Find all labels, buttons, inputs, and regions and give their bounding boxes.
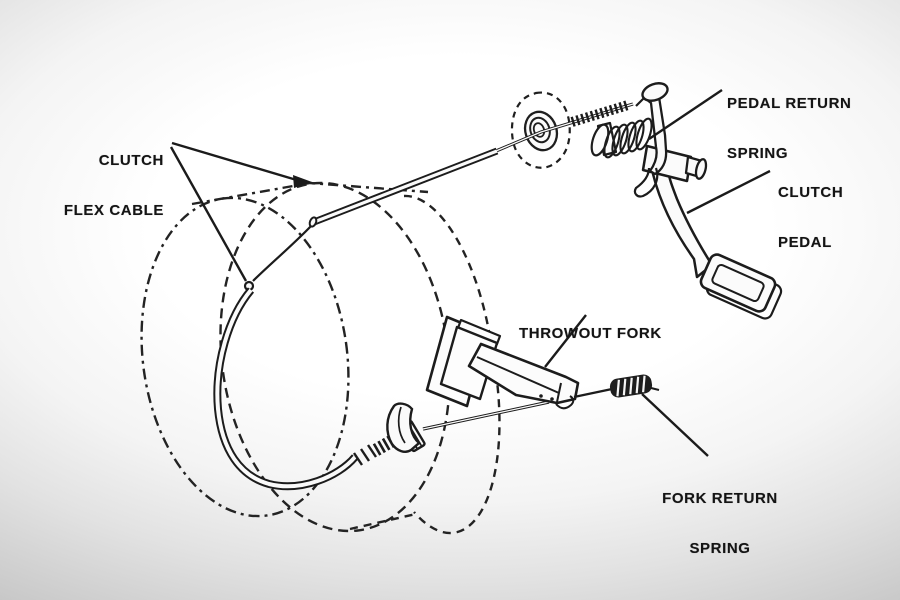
bell-housing-mid-ellipse — [219, 181, 451, 533]
fork-arm — [467, 342, 580, 405]
label-line: CLUTCH — [98, 152, 164, 169]
leader-lines — [169, 89, 771, 457]
fork-spring-link — [573, 387, 613, 399]
adjuster-rod-core — [422, 401, 550, 430]
fork-spring-coil — [609, 374, 653, 398]
pedal-spring-coils — [603, 117, 653, 159]
clutch-pedal-assembly — [590, 82, 783, 320]
firewall-grommet — [510, 91, 571, 169]
cable-loop — [213, 287, 359, 491]
adjuster-ferrule-band — [360, 448, 370, 462]
fork-tip-slot — [556, 382, 562, 403]
cable-conduit-upper-core — [313, 149, 498, 224]
adjuster-ferrule-band — [367, 444, 377, 458]
pedal-pivot-end-cap — [694, 158, 708, 180]
leader-clutch-flex-cable-1 — [171, 141, 301, 183]
bell-housing-top-tangent — [191, 181, 429, 206]
label-line: PEDAL — [778, 233, 832, 251]
cable-inner-wire — [252, 225, 312, 282]
leader-clutch-pedal — [686, 169, 771, 215]
label-line: SPRING — [727, 144, 789, 162]
pedal-pad — [699, 253, 777, 313]
bell-housing-bottom-tangent — [349, 512, 417, 531]
cable-adjuster — [353, 400, 550, 466]
fork-tip-hook — [555, 395, 575, 410]
label-line: CLUTCH — [778, 184, 844, 201]
clutch-flex-cable — [213, 100, 634, 491]
fork-detail-dot — [539, 394, 543, 398]
leader-arrowhead — [293, 175, 312, 188]
grommet-mid-ring — [529, 116, 551, 144]
pedal-clevis-stem — [635, 97, 645, 107]
label-clutch-flex-cable: CLUTCH FLEX CABLE — [58, 120, 164, 252]
label-line: THROWOUT FORK — [519, 325, 662, 342]
leader-fork-return-spring — [641, 393, 709, 457]
adjuster-bracket-inner-line — [397, 406, 406, 444]
label-throwout-fork: THROWOUT FORK — [519, 293, 662, 376]
adjuster-ferrule-band — [353, 452, 363, 466]
fork-detail-dot — [550, 397, 554, 401]
leader-clutch-flex-cable-2 — [169, 146, 248, 282]
grommet-dashed-outline — [510, 91, 571, 169]
label-line: SPRING — [689, 539, 751, 557]
label-fork-return-spring: FORK RETURN SPRING — [655, 458, 785, 590]
grommet-inner-ring — [532, 122, 546, 138]
cable-loop-core — [215, 288, 357, 489]
leader-pedal-return-spring — [648, 89, 723, 140]
label-line: PEDAL RETURN — [727, 95, 852, 112]
fork-arm-ridge — [476, 356, 560, 394]
pedal-clevis — [641, 82, 669, 102]
pedal-bracket-hook — [633, 167, 659, 198]
label-pedal-return-spring: PEDAL RETURN SPRING — [727, 63, 851, 195]
fork-return-spring — [573, 374, 660, 399]
fork-spring-tail — [650, 387, 660, 391]
label-line: FLEX CABLE — [63, 201, 164, 219]
adjuster-bracket-flange — [386, 402, 421, 453]
label-line: FORK RETURN — [662, 490, 778, 507]
pedal-arm — [651, 168, 714, 279]
throwout-fork — [425, 315, 580, 410]
label-clutch-pedal: CLUTCH PEDAL — [778, 152, 843, 284]
leader-throwout-fork — [544, 314, 587, 368]
